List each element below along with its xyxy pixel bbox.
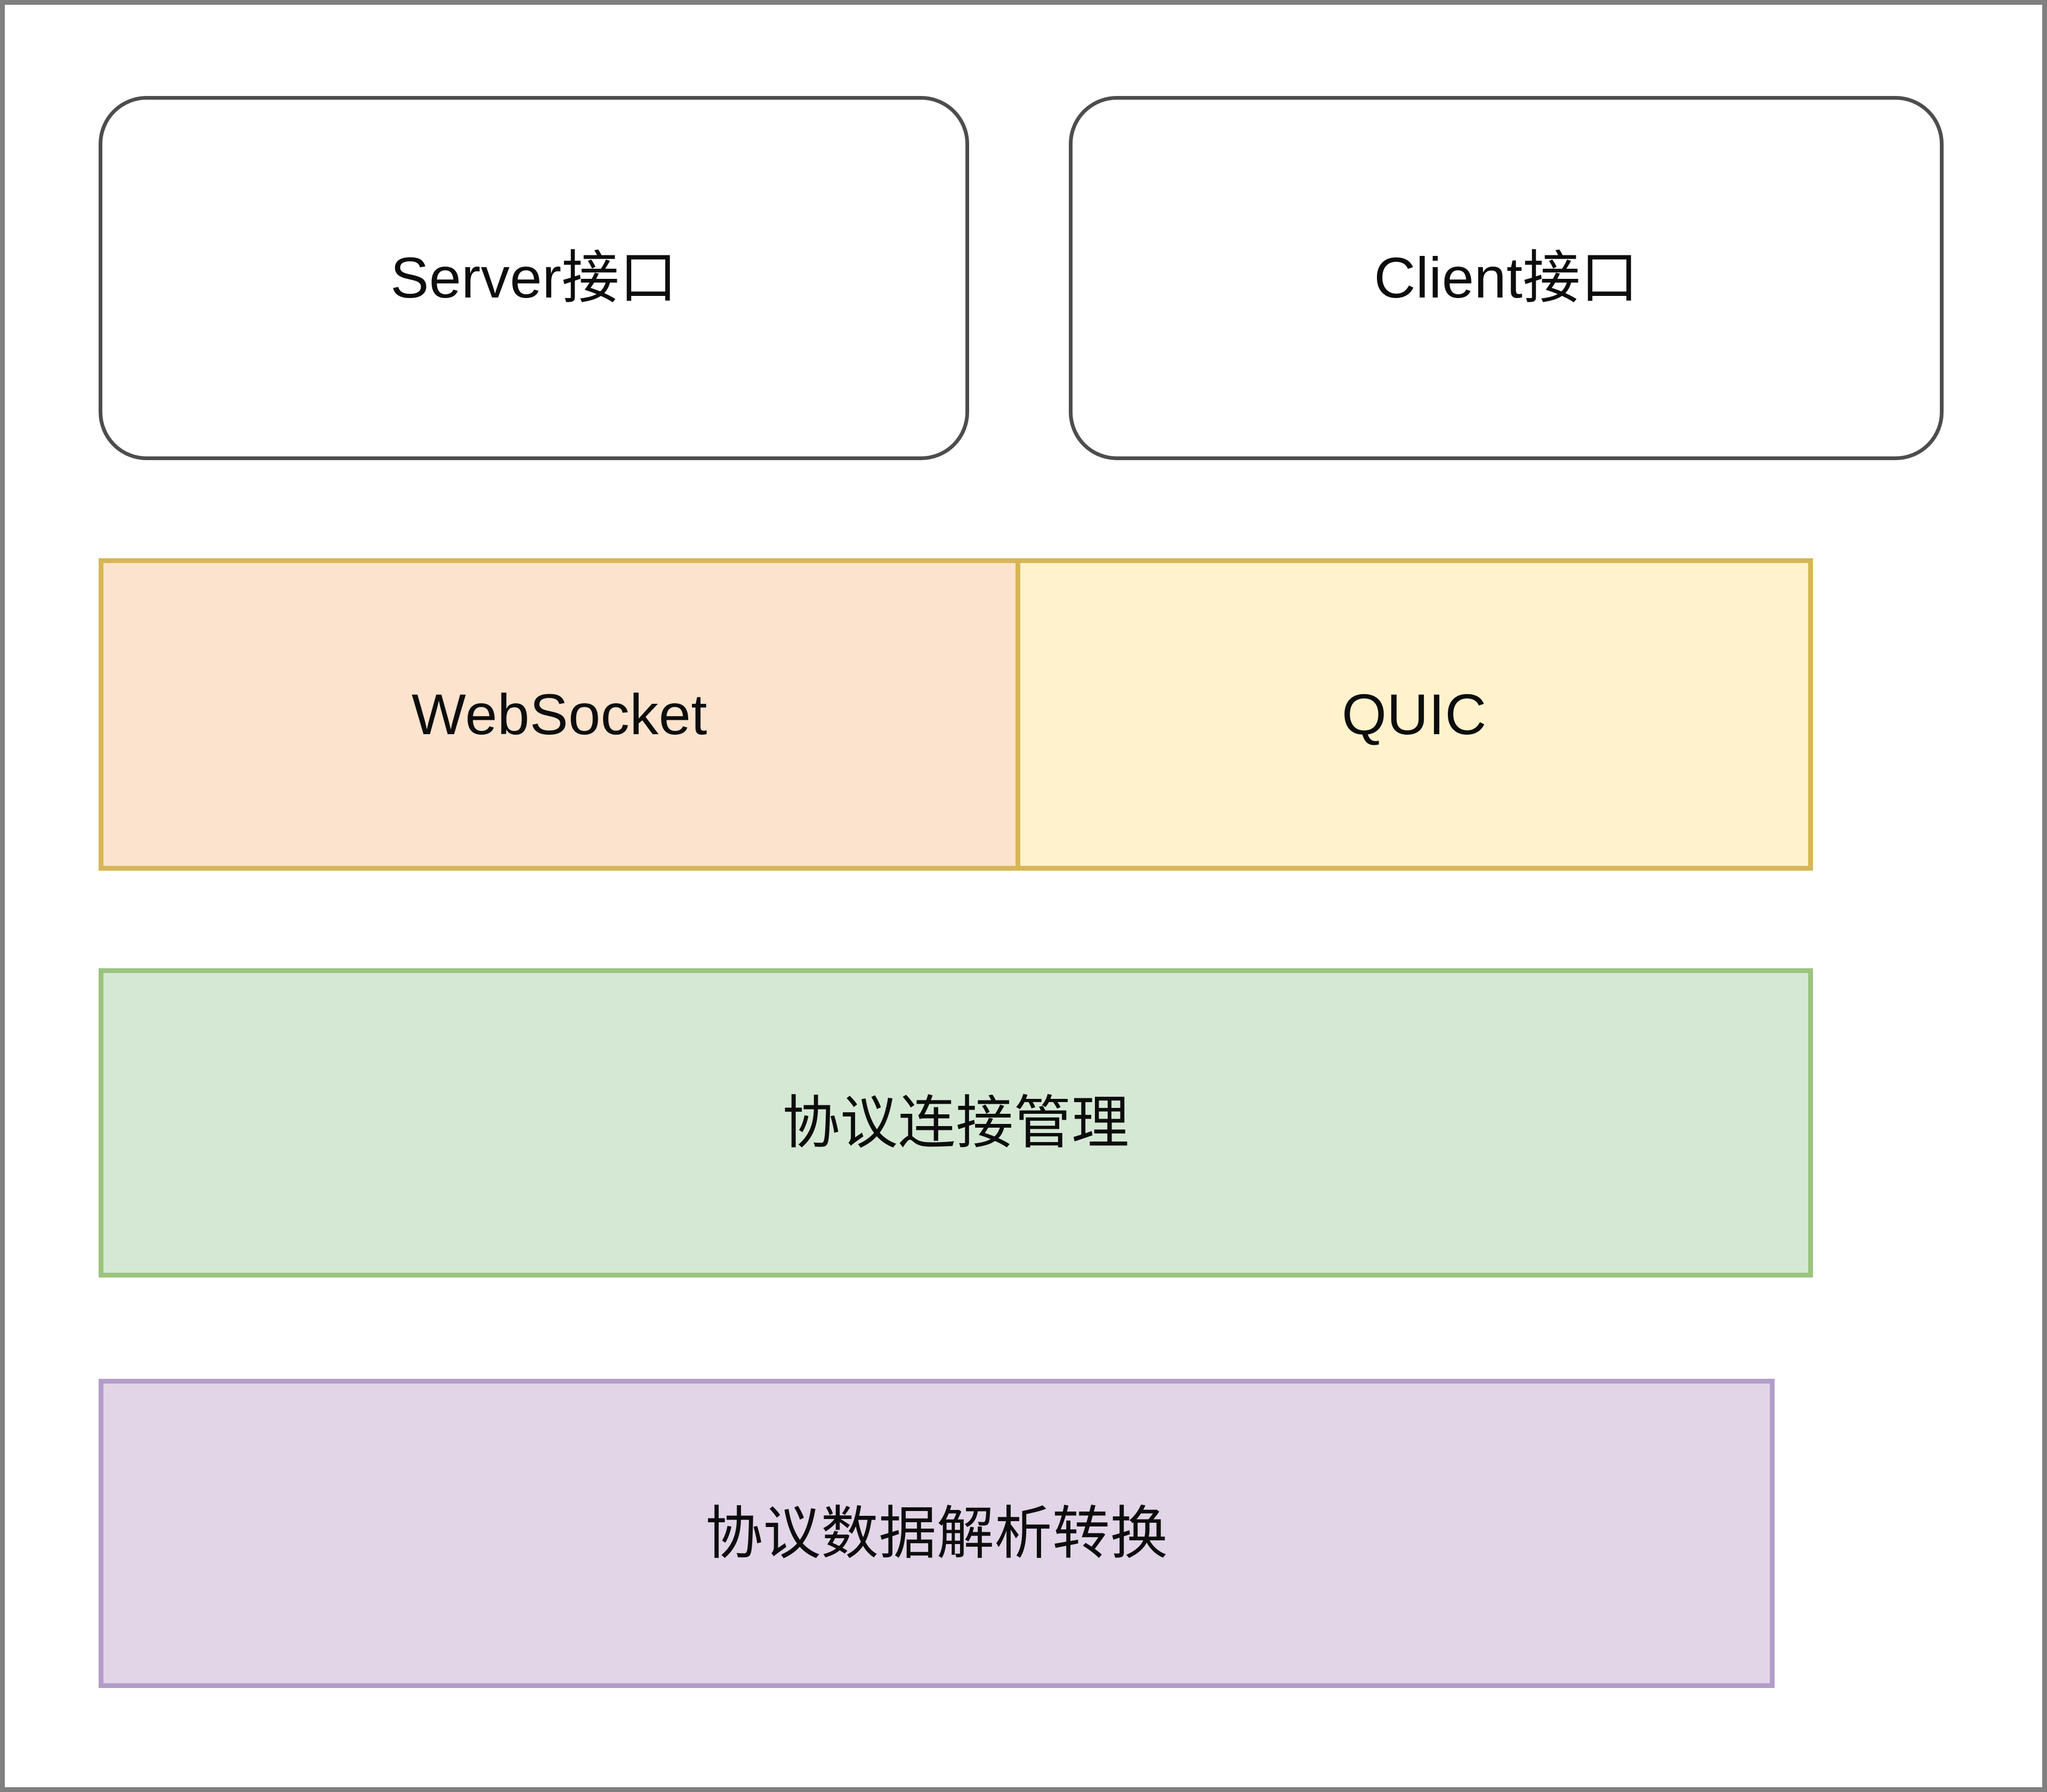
node-websocket[interactable]: WebSocket <box>99 558 1020 871</box>
node-protocol-connection-management[interactable]: 协议连接管理 <box>99 968 1813 1277</box>
node-websocket-label: WebSocket <box>412 681 707 746</box>
node-client-interface[interactable]: Client接口 <box>1069 96 1944 460</box>
node-server-interface[interactable]: Server接口 <box>99 96 969 460</box>
node-protocol-data-parsing-label: 协议数据解析转换 <box>705 1500 1168 1565</box>
node-quic[interactable]: QUIC <box>1020 558 1813 871</box>
node-quic-label: QUIC <box>1342 681 1487 746</box>
node-client-interface-label: Client接口 <box>1374 245 1639 310</box>
node-protocol-connection-management-label: 协议连接管理 <box>782 1090 1130 1155</box>
node-protocol-data-parsing[interactable]: 协议数据解析转换 <box>99 1379 1775 1688</box>
transport-layer-row: WebSocket QUIC <box>99 558 1813 871</box>
node-server-interface-label: Server接口 <box>390 245 678 310</box>
